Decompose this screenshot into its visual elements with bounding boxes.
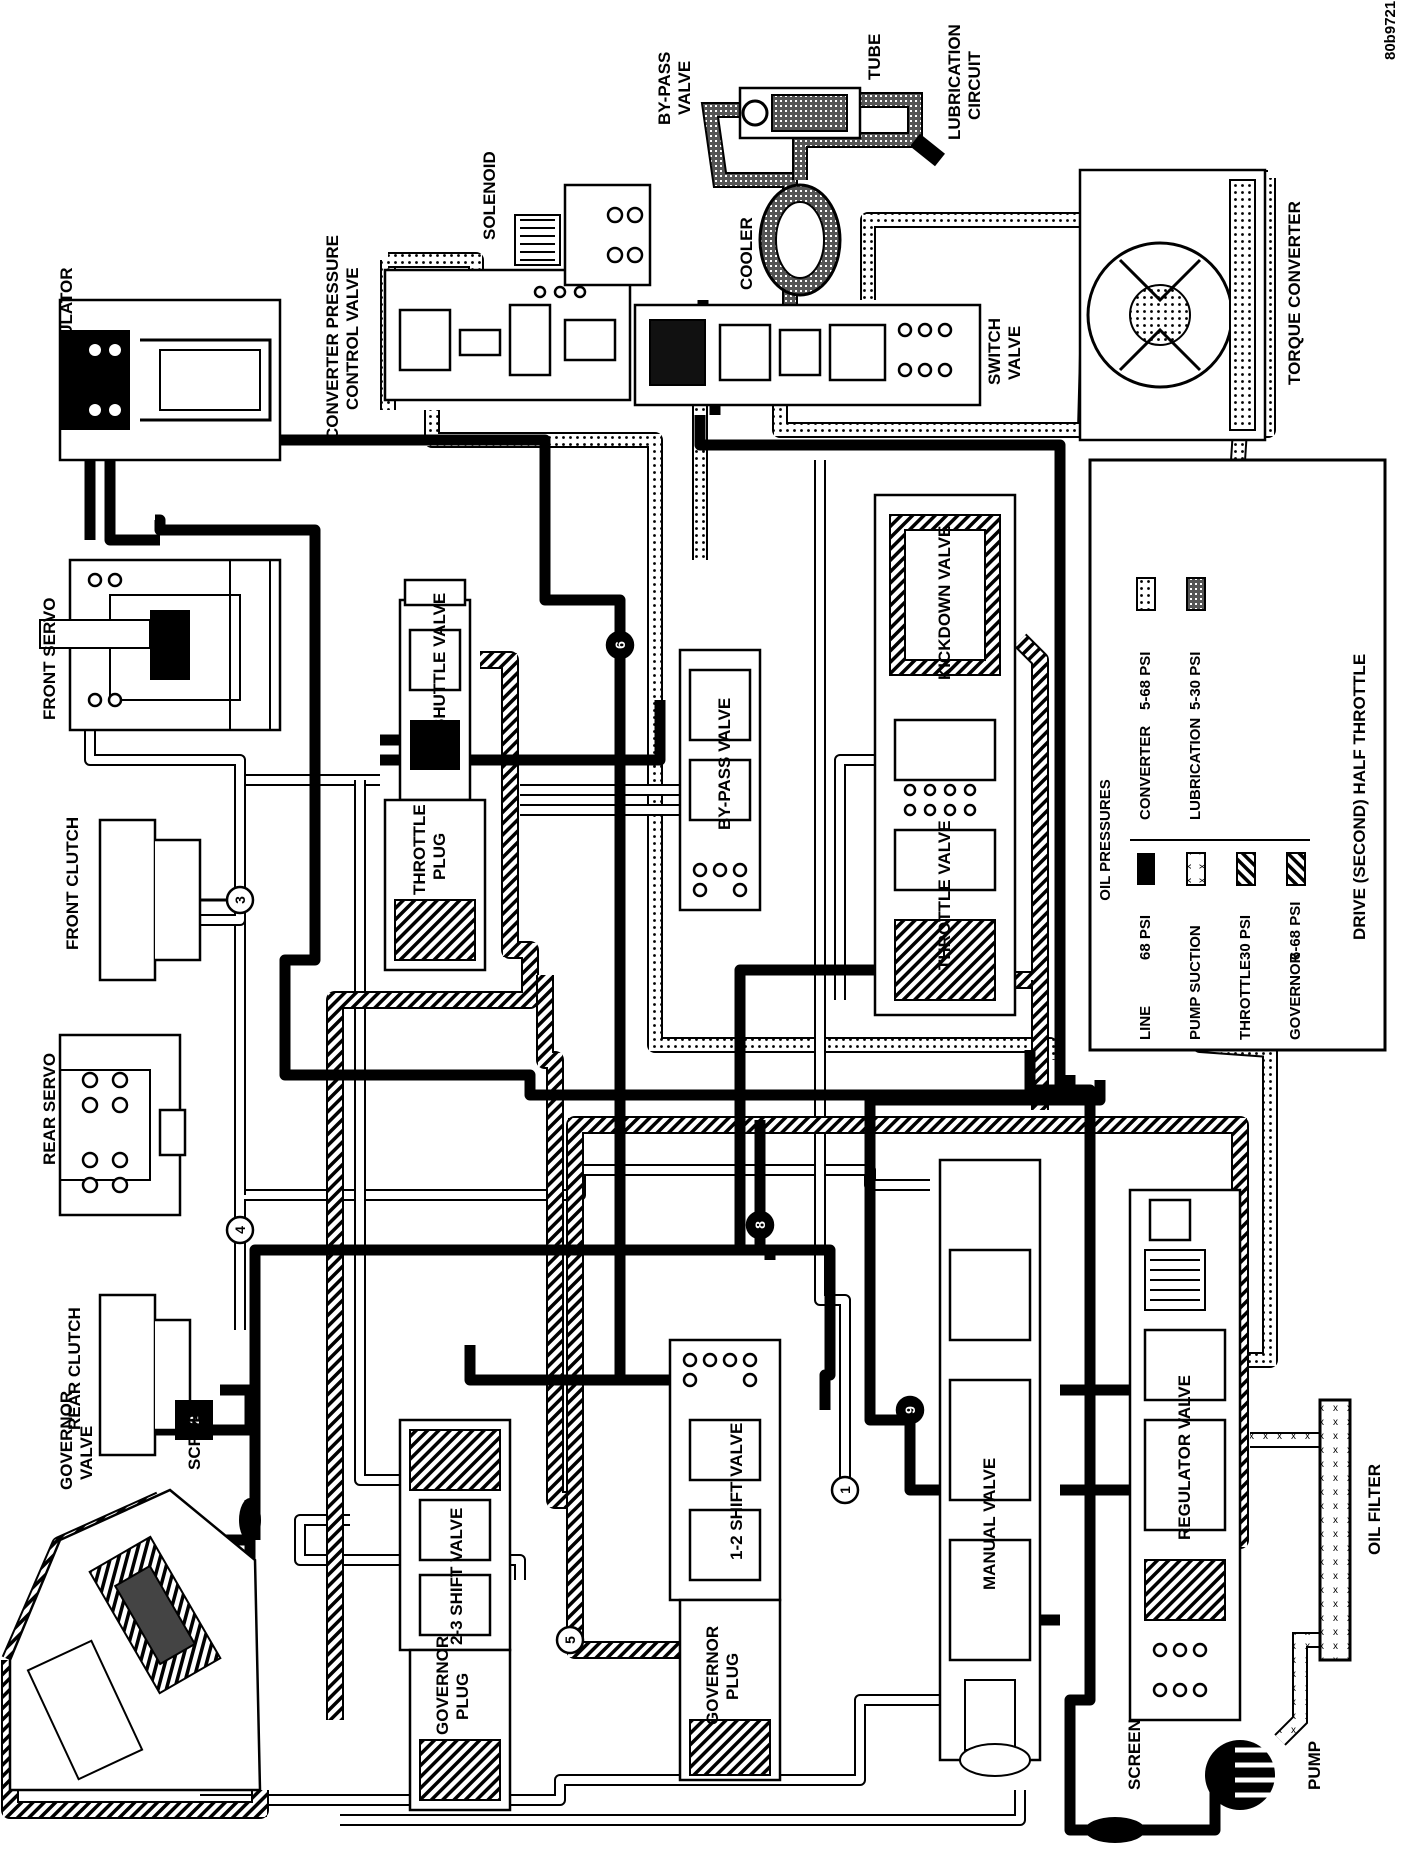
label-screen-top: SCREEN (185, 1399, 204, 1470)
switch-valve (633, 303, 982, 407)
label-converter-pressure-control-valve: CONVERTER PRESSURECONTROL VALVE (323, 235, 362, 440)
legend-title: OIL PRESSURES (1097, 779, 1114, 900)
shift-valve-2-3 (398, 1418, 512, 1652)
label-rear-servo: REAR SERVO (40, 1053, 59, 1165)
label-rear-clutch: REAR CLUTCH (65, 1307, 84, 1430)
label-front-clutch: FRONT CLUTCH (63, 817, 82, 950)
circuit-marker-9: 9 (895, 1395, 925, 1425)
legend-swatch-pump-suction (1186, 852, 1206, 886)
legend-swatch-governor (1286, 852, 1306, 886)
label-regulator-valve: REGULATOR VALVE (1175, 1375, 1194, 1540)
screen-top-icon (239, 1498, 261, 1542)
svg-text:2: 2 (186, 1416, 202, 1424)
solenoid (514, 183, 652, 287)
regulator-valve (1128, 1188, 1242, 1722)
svg-text:3: 3 (232, 896, 248, 904)
by-pass-valve (678, 648, 762, 912)
shuttle-valve (398, 578, 472, 802)
svg-text:4: 4 (232, 1226, 248, 1234)
circuit-markers: 1 2 3 4 5 6 8 9 (186, 630, 925, 1655)
legend-row-lubrication-name: LUBRICATION (1187, 718, 1204, 820)
label-cooler: COOLER (737, 217, 756, 290)
label-shuttle-valve: SHUTTLE VALVE (430, 593, 449, 730)
label-accumulator: ACCUMULATOR (57, 267, 76, 400)
legend-row-throttle-name: THROTTLE (1237, 960, 1254, 1040)
figure-id: 80b9721 (1382, 1, 1399, 60)
legend-row-line-name: LINE (1137, 1006, 1154, 1040)
label-governor-valve: GOVERNORVALVE (57, 1391, 96, 1490)
throttle-plug (383, 798, 487, 972)
shift-valve-1-2 (668, 1338, 782, 1602)
svg-text:9: 9 (902, 1406, 918, 1414)
by-pass-valve-top (738, 86, 862, 140)
label-governor-plug-left: GOVERNORPLUG (433, 1636, 472, 1735)
circuit-2-box (175, 1400, 213, 1440)
label-throttle-valve: THROTTLE VALVE (935, 820, 954, 970)
label-by-pass-valve: BY-PASS VALVE (715, 698, 734, 830)
ball-valve-icon (741, 99, 769, 127)
circuit-marker-2: 2 (186, 1416, 202, 1424)
rear-servo (58, 1033, 187, 1217)
label-screen-bottom: SCREEN (1125, 1719, 1144, 1790)
svg-text:5: 5 (562, 1636, 578, 1644)
circuit-marker-5: 5 (555, 1625, 585, 1655)
governor-plug-right (678, 1598, 782, 1782)
legend-row-converter-value: 5-68 PSI (1137, 652, 1154, 710)
legend-swatch-converter (1136, 577, 1156, 611)
svg-text:6: 6 (612, 641, 628, 649)
label-lubrication-circuit: LUBRICATIONCIRCUIT (945, 24, 984, 140)
legend-caption: DRIVE (SECOND) HALF THROTTLE (1350, 654, 1369, 940)
label-switch-valve: SWITCHVALVE (985, 318, 1024, 385)
label-throttle-plug: THROTTLEPLUG (410, 804, 449, 895)
governor-plug-left (408, 1648, 512, 1812)
svg-text:8: 8 (752, 1221, 768, 1229)
label-by-pass-valve-top: BY-PASSVALVE (655, 52, 694, 125)
legend: OIL PRESSURES LINE 68 PSI PUMP SUCTION T… (1088, 458, 1387, 1052)
component-labels: 80b9721 GOVERNORVALVE SCREEN REAR CLUTCH… (40, 1, 1399, 1790)
tube-icon (771, 94, 848, 132)
legend-row-pump-suction-name: PUMP SUCTION (1187, 925, 1204, 1040)
pump-suction-circuit (1250, 1398, 1352, 1746)
circuit-marker-6: 6 (605, 630, 635, 660)
front-servo (39, 558, 282, 732)
label-pump: PUMP (1305, 1741, 1324, 1790)
label-kickdown-valve: KICKDOWN VALVE (935, 526, 954, 680)
circuit-marker-4: 4 (225, 1215, 255, 1245)
label-torque-converter: TORQUE CONVERTER (1285, 201, 1304, 385)
rear-clutch (98, 1293, 213, 1457)
legend-row-governor-name: GOVERNOR (1287, 952, 1304, 1040)
label-tube: TUBE (865, 34, 884, 80)
svg-text:1: 1 (837, 1486, 853, 1494)
label-1-2-shift-valve: 1-2 SHIFT VALVE (727, 1423, 746, 1560)
kickdown-throttle-valve-body (873, 493, 1017, 1017)
screen-bottom-icon (1085, 1817, 1145, 1843)
legend-row-lubrication-value: 5-30 PSI (1187, 652, 1204, 710)
governor-valve-assembly (8, 1488, 262, 1792)
pump (1205, 1740, 1275, 1810)
label-manual-valve: MANUAL VALVE (980, 1458, 999, 1590)
label-solenoid: SOLENOID (480, 151, 499, 240)
label-oil-filter: OIL FILTER (1365, 1464, 1384, 1555)
oil-filter (1318, 1398, 1352, 1662)
legend-swatch-lubrication (1186, 577, 1206, 611)
legend-swatch-throttle (1236, 852, 1256, 886)
front-clutch (98, 818, 230, 982)
circuit-marker-3: 3 (225, 885, 255, 915)
circuit-marker-8: 8 (745, 1210, 775, 1240)
converter-pressure-control-valve (383, 268, 632, 402)
manual-valve (938, 1158, 1042, 1777)
label-front-servo: FRONT SERVO (40, 598, 59, 720)
label-governor-plug-right: GOVERNORPLUG (703, 1626, 742, 1725)
torque-converter (1078, 168, 1267, 442)
circuit-marker-1: 1 (830, 1475, 860, 1505)
legend-row-governor-value: 6-68 PSI (1287, 902, 1304, 960)
legend-row-throttle-value: 30 PSI (1237, 915, 1254, 960)
legend-swatch-line (1137, 853, 1155, 885)
label-2-3-shift-valve: 2-3 SHIFT VALVE (447, 1508, 466, 1645)
legend-row-converter-name: CONVERTER (1137, 726, 1154, 820)
legend-row-line-value: 68 PSI (1137, 915, 1154, 960)
accumulator (58, 298, 282, 462)
